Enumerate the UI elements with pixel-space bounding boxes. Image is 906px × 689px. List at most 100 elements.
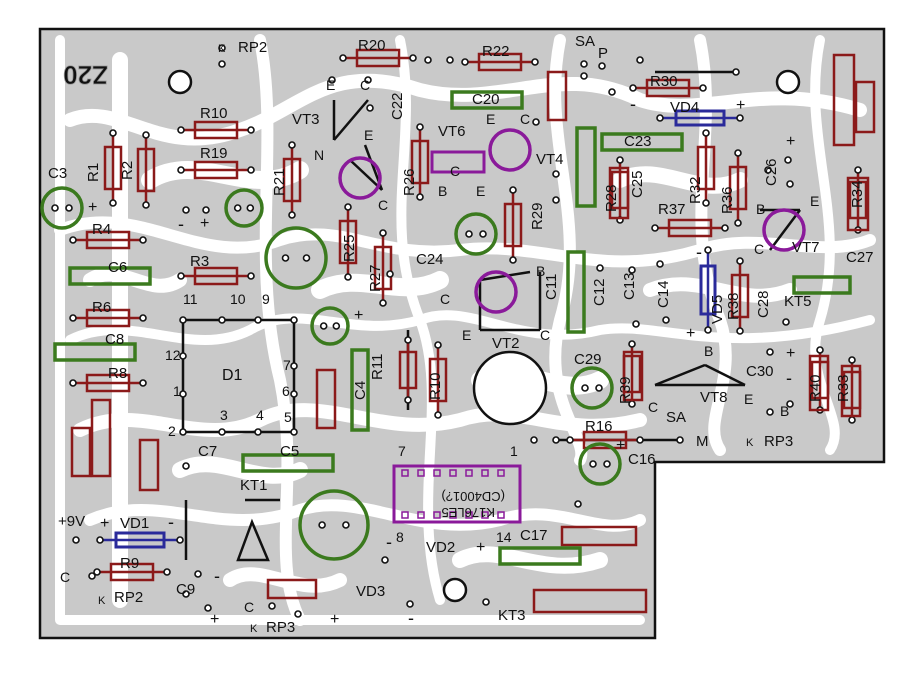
solder-pad bbox=[782, 318, 790, 326]
pin-label: C bbox=[540, 327, 550, 343]
solder-pad bbox=[202, 206, 210, 214]
chip-pin bbox=[433, 511, 441, 519]
label-c14: C14 bbox=[655, 280, 672, 308]
solder-pad bbox=[177, 126, 185, 134]
solder-pad bbox=[339, 54, 347, 62]
rp2-top-label: RP2 bbox=[238, 39, 267, 56]
capacitor-c5 bbox=[241, 453, 335, 473]
polarity-plus: + bbox=[354, 307, 363, 324]
solder-pad bbox=[552, 436, 560, 444]
label-r16: R16 bbox=[585, 418, 613, 435]
d1-pad bbox=[254, 428, 262, 436]
label-r26: R26 bbox=[401, 168, 418, 196]
rp3-bottom-label: RP3 bbox=[266, 619, 295, 636]
resistor-r19 bbox=[193, 160, 239, 180]
resistor-r6 bbox=[85, 308, 131, 328]
d1-pin-1: 1 bbox=[173, 383, 181, 399]
label-vd4: VD4 bbox=[670, 99, 699, 116]
label-c25: C25 bbox=[629, 170, 646, 198]
resistor-r4 bbox=[85, 230, 131, 250]
resistor-extra bbox=[560, 525, 638, 547]
d1-pad bbox=[179, 390, 187, 398]
solder-pad bbox=[596, 264, 604, 272]
chip-pin-7: 7 bbox=[398, 443, 406, 459]
resistor-extra bbox=[266, 578, 318, 600]
polarity-plus: + bbox=[736, 97, 745, 114]
solder-pad bbox=[88, 572, 96, 580]
pin-label: E bbox=[462, 327, 471, 343]
label-c6: C6 bbox=[108, 259, 127, 276]
solder-pad bbox=[736, 327, 744, 335]
capacitor-c20 bbox=[450, 90, 524, 110]
kt3-label: KT3 bbox=[498, 607, 526, 624]
solder-pad bbox=[268, 602, 276, 610]
label-r37: R37 bbox=[658, 201, 686, 218]
d1-pin-6: 6 bbox=[282, 383, 290, 399]
label-c24: C24 bbox=[416, 251, 444, 268]
transistor-vt7 bbox=[762, 208, 806, 252]
resistor-extra bbox=[622, 350, 644, 402]
label-c26: C26 bbox=[763, 158, 780, 186]
label-r25: R25 bbox=[341, 234, 358, 262]
mount-hole bbox=[442, 577, 468, 603]
d1-pin-4: 4 bbox=[256, 407, 264, 423]
pin-label: C bbox=[520, 111, 530, 127]
label-r29: R29 bbox=[529, 202, 546, 230]
polarity-plus: + bbox=[786, 133, 795, 150]
chip-body bbox=[392, 464, 522, 524]
label-r11: R11 bbox=[369, 354, 386, 380]
polarity-minus: - bbox=[178, 214, 184, 234]
rp2-k-bottom: K bbox=[98, 595, 106, 607]
d1-pad bbox=[218, 316, 226, 324]
solder-pad bbox=[69, 236, 77, 244]
label-c23: C23 bbox=[624, 133, 652, 150]
solder-pad bbox=[766, 408, 774, 416]
d1-pad bbox=[290, 362, 298, 370]
pin-label: E bbox=[326, 77, 335, 93]
label-c8: C8 bbox=[105, 331, 124, 348]
solder-pad bbox=[281, 254, 290, 262]
solder-pad bbox=[194, 570, 202, 578]
solder-pad bbox=[218, 44, 226, 52]
pin-label: B bbox=[536, 263, 545, 279]
resistor-r3 bbox=[193, 266, 239, 286]
electrolytic-c-mid2 bbox=[310, 306, 350, 346]
solder-pad bbox=[848, 356, 856, 364]
solder-pad bbox=[784, 156, 792, 164]
pin-label: E bbox=[810, 193, 819, 209]
d1-pin-7: 7 bbox=[283, 357, 291, 373]
resistor-r11 bbox=[398, 350, 418, 390]
resistor-r30 bbox=[645, 78, 691, 98]
solder-pad bbox=[163, 568, 171, 576]
polarity-minus: - bbox=[786, 368, 792, 388]
pin-label: C bbox=[648, 399, 658, 415]
solder-pad bbox=[628, 340, 636, 348]
solder-pad bbox=[176, 536, 184, 544]
pin-label: C bbox=[440, 291, 450, 307]
pin-label: N bbox=[314, 147, 324, 163]
label-c4: C4 bbox=[352, 381, 369, 400]
solder-pad bbox=[446, 56, 454, 64]
chip-pin bbox=[401, 469, 409, 477]
pin-label: C bbox=[450, 163, 460, 179]
resistor-r36 bbox=[728, 165, 748, 211]
d1-pad bbox=[290, 316, 298, 324]
chip-pin bbox=[449, 469, 457, 477]
chip-pin bbox=[497, 511, 505, 519]
solder-pad bbox=[416, 123, 424, 131]
solder-pad bbox=[204, 604, 212, 612]
solder-pad bbox=[816, 346, 824, 354]
rp3-right-label: RP3 bbox=[764, 433, 793, 450]
solder-pad bbox=[246, 204, 255, 212]
solder-pad bbox=[676, 436, 684, 444]
d1-pin-10: 10 bbox=[230, 291, 246, 307]
solder-pad bbox=[96, 536, 104, 544]
capacitor-c4 bbox=[350, 348, 370, 432]
solder-pad bbox=[416, 193, 424, 201]
label-r30: R30 bbox=[650, 73, 678, 90]
solder-pad bbox=[177, 272, 185, 280]
solder-pad bbox=[344, 273, 352, 281]
solder-pad bbox=[434, 411, 442, 419]
rp2-bottom-label: RP2 bbox=[114, 589, 143, 606]
